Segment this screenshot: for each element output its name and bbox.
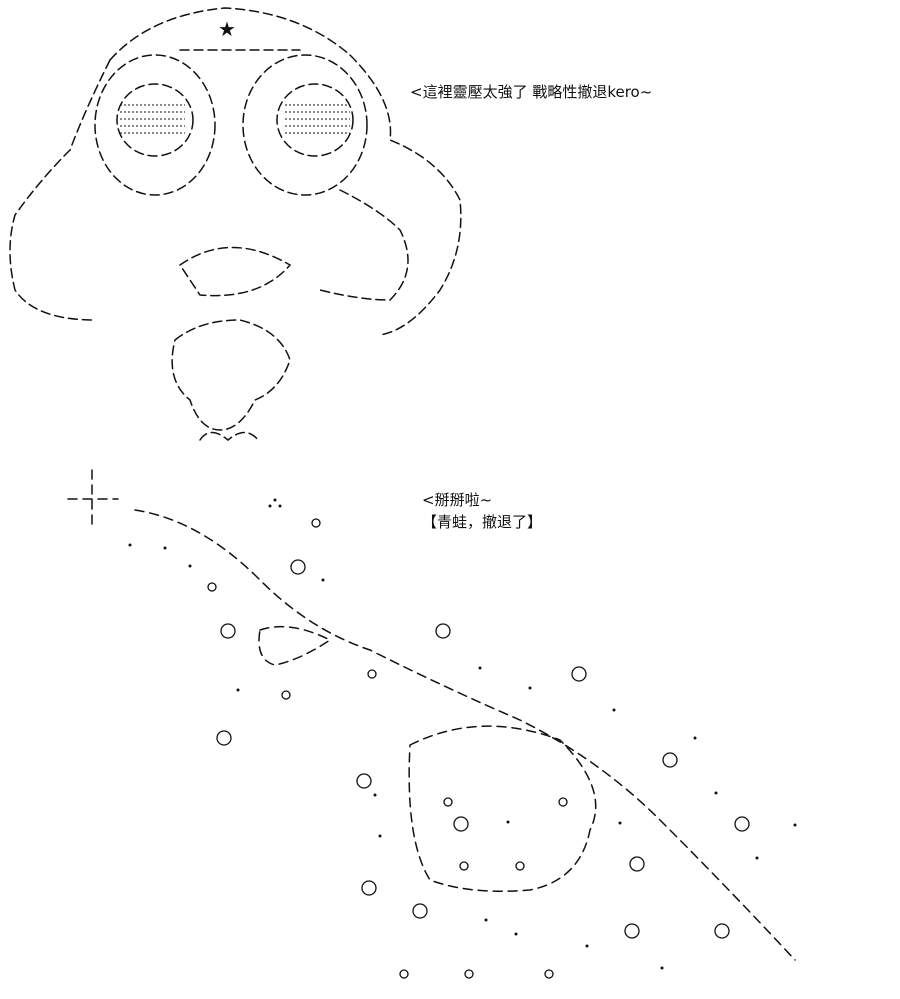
trail-main-line bbox=[134, 509, 796, 961]
feet-outline bbox=[199, 431, 259, 441]
head-outline bbox=[9, 59, 111, 321]
head-right-outline bbox=[349, 54, 462, 336]
arm-outline bbox=[319, 189, 409, 301]
right-eye-outer bbox=[242, 54, 368, 196]
hat-star-icon: ★ bbox=[218, 17, 236, 41]
right-eye-inner bbox=[276, 83, 354, 157]
speech-caption-bye: <掰掰啦~ bbox=[422, 491, 493, 509]
keroro-head-art bbox=[9, 7, 462, 441]
left-eye-outer bbox=[94, 54, 216, 196]
speech-caption-retreat: <這裡靈壓太強了 戰略性撤退kero~ bbox=[410, 83, 653, 101]
bubbles bbox=[207, 518, 750, 979]
left-eye-inner bbox=[116, 83, 194, 157]
dots bbox=[128, 498, 797, 970]
body-outline bbox=[171, 319, 291, 431]
mouth-outline bbox=[178, 246, 292, 297]
eye-hatching bbox=[120, 104, 350, 134]
retreat-trail-art bbox=[67, 469, 796, 961]
hat-outline bbox=[109, 7, 351, 61]
narration-caption-frog-retreated: 【青蛙，撤退了】 bbox=[422, 513, 543, 531]
frog-large-body bbox=[408, 725, 597, 892]
frog-small-body bbox=[258, 625, 332, 666]
